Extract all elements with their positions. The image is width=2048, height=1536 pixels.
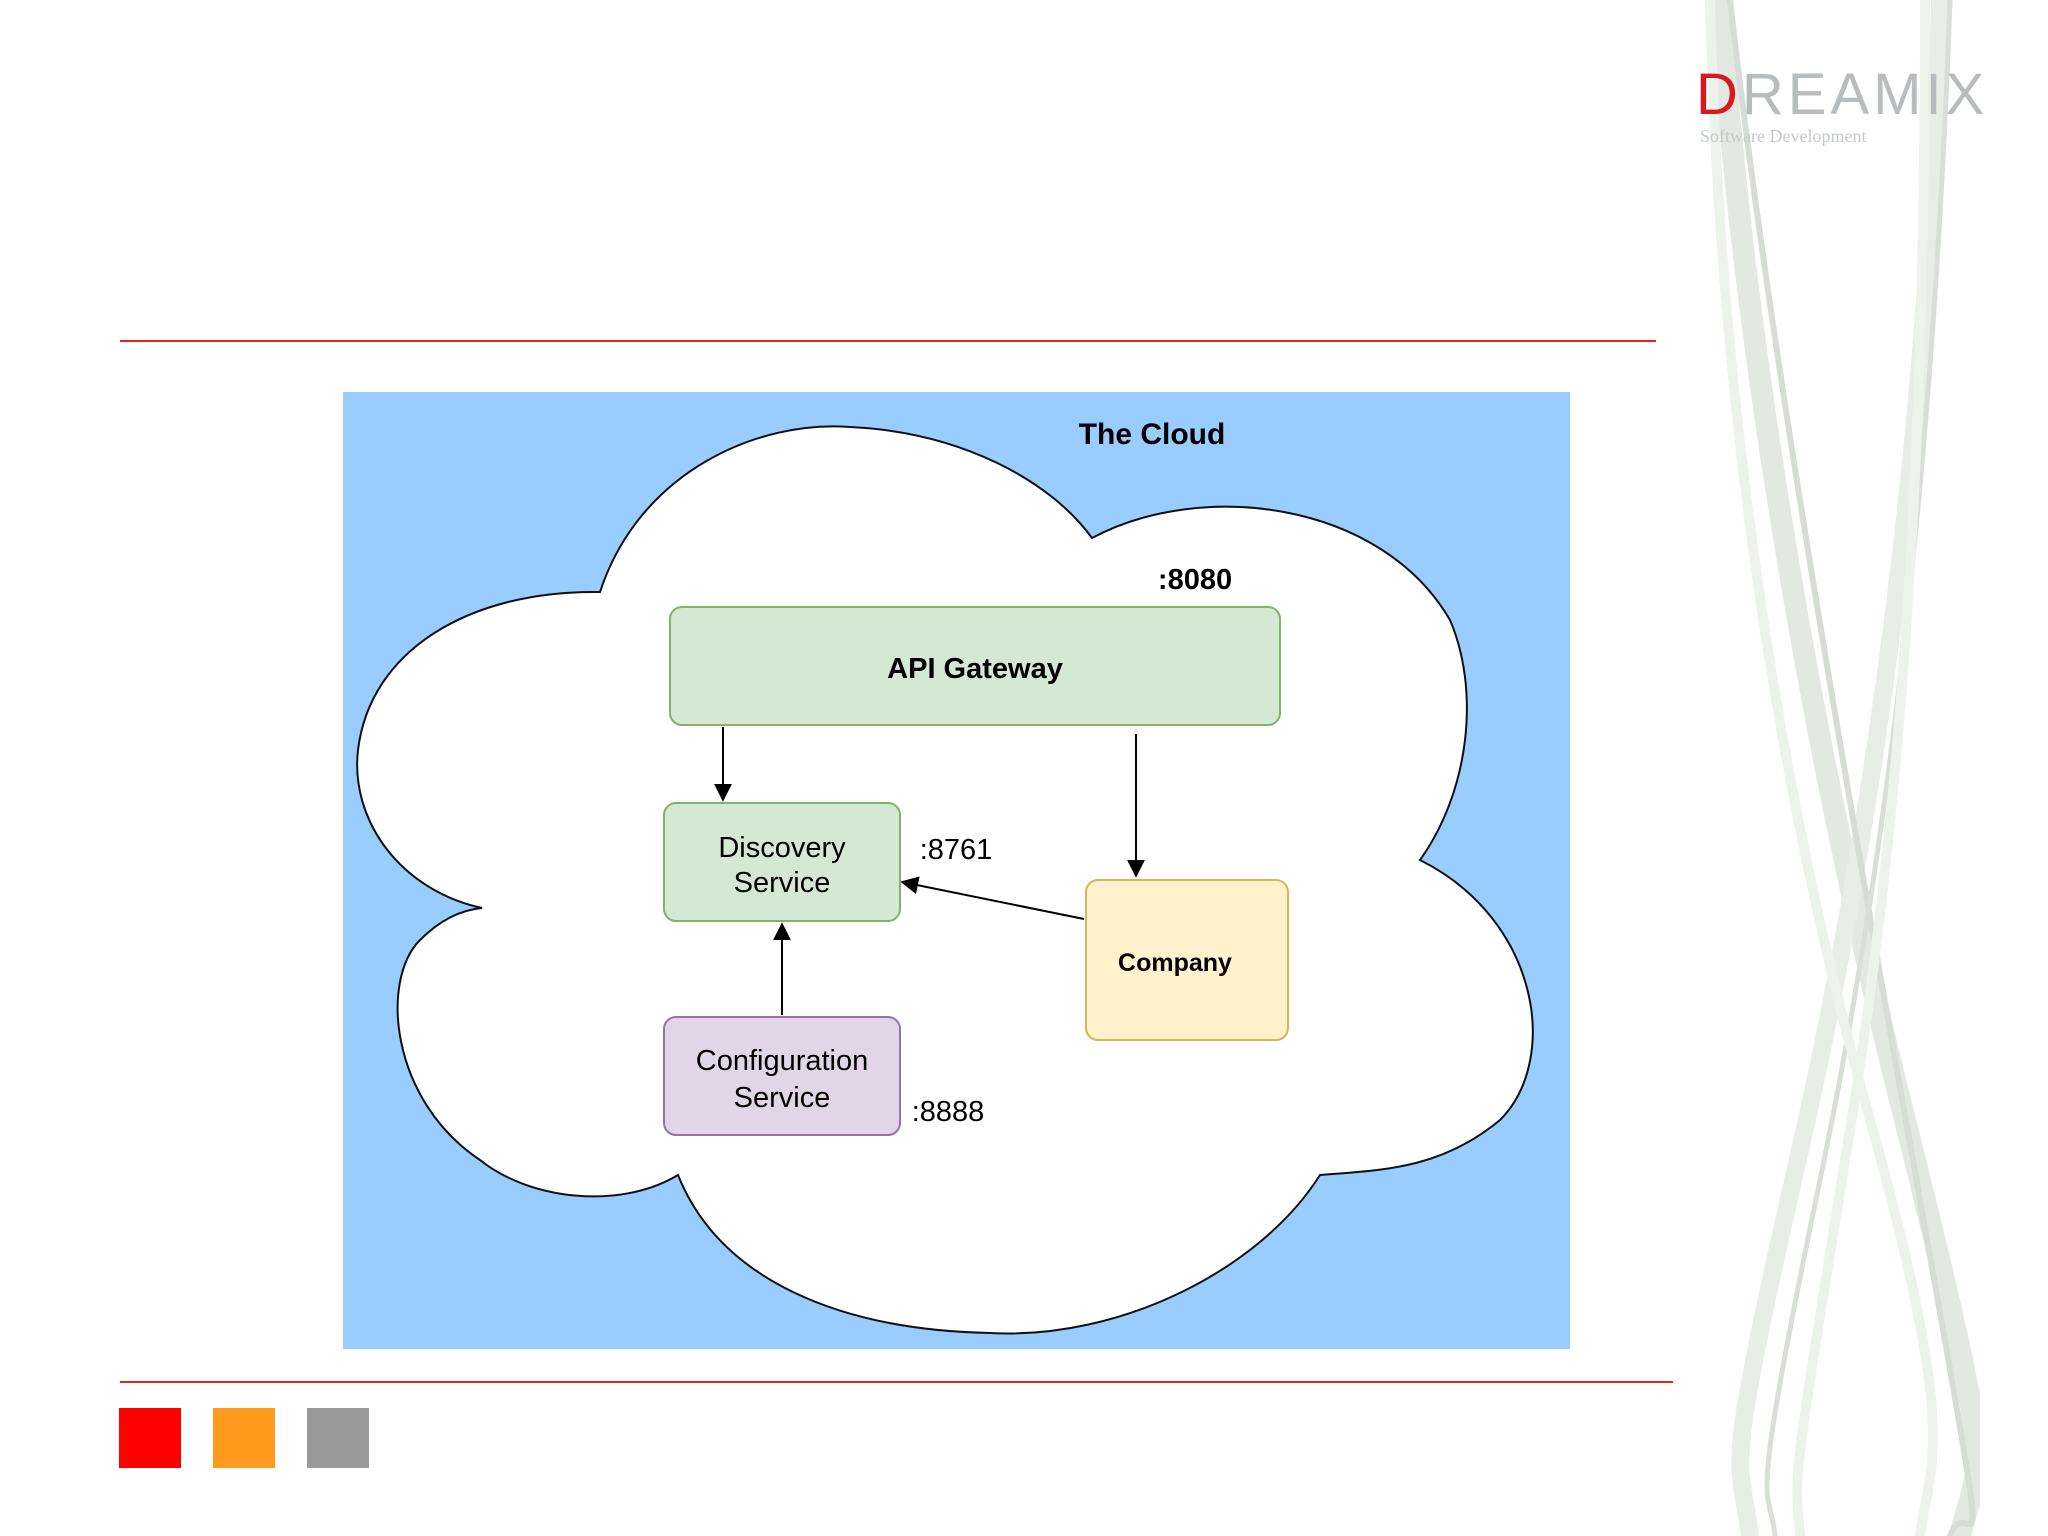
- cloud-title: The Cloud: [1079, 418, 1226, 451]
- decorative-ribbons: [1705, 0, 1980, 1536]
- config-label-line2: Service: [734, 1082, 831, 1114]
- discovery-label-line1: Discovery: [718, 832, 846, 864]
- orange-square: [213, 1408, 275, 1468]
- logo-rest: REAMIX: [1741, 62, 1989, 127]
- api-gateway-label: API Gateway: [887, 653, 1063, 685]
- logo-first-letter: D: [1696, 62, 1742, 127]
- dreamix-logo: DREAMIX Software Development: [1696, 66, 1988, 147]
- company-node: Company: [1085, 879, 1289, 1041]
- discovery-label-line2: Service: [734, 867, 831, 899]
- discovery-service-node: Discovery Service: [663, 802, 901, 922]
- company-label: Company: [1118, 949, 1232, 977]
- discovery-port: :8761: [920, 834, 993, 866]
- logo-wordmark: DREAMIX: [1696, 66, 1988, 124]
- top-divider: [120, 340, 1656, 342]
- bottom-divider: [120, 1381, 1673, 1383]
- gray-square: [307, 1408, 369, 1468]
- config-label-line1: Configuration: [696, 1045, 869, 1077]
- red-square: [119, 1408, 181, 1468]
- api-gateway-node: API Gateway: [669, 606, 1281, 726]
- config-port: :8888: [912, 1096, 985, 1128]
- edge-company-to-discovery: [900, 876, 1085, 920]
- configuration-service-node: Configuration Service: [663, 1016, 901, 1136]
- api-gateway-port: :8080: [1158, 564, 1232, 596]
- logo-tagline: Software Development: [1700, 126, 1867, 146]
